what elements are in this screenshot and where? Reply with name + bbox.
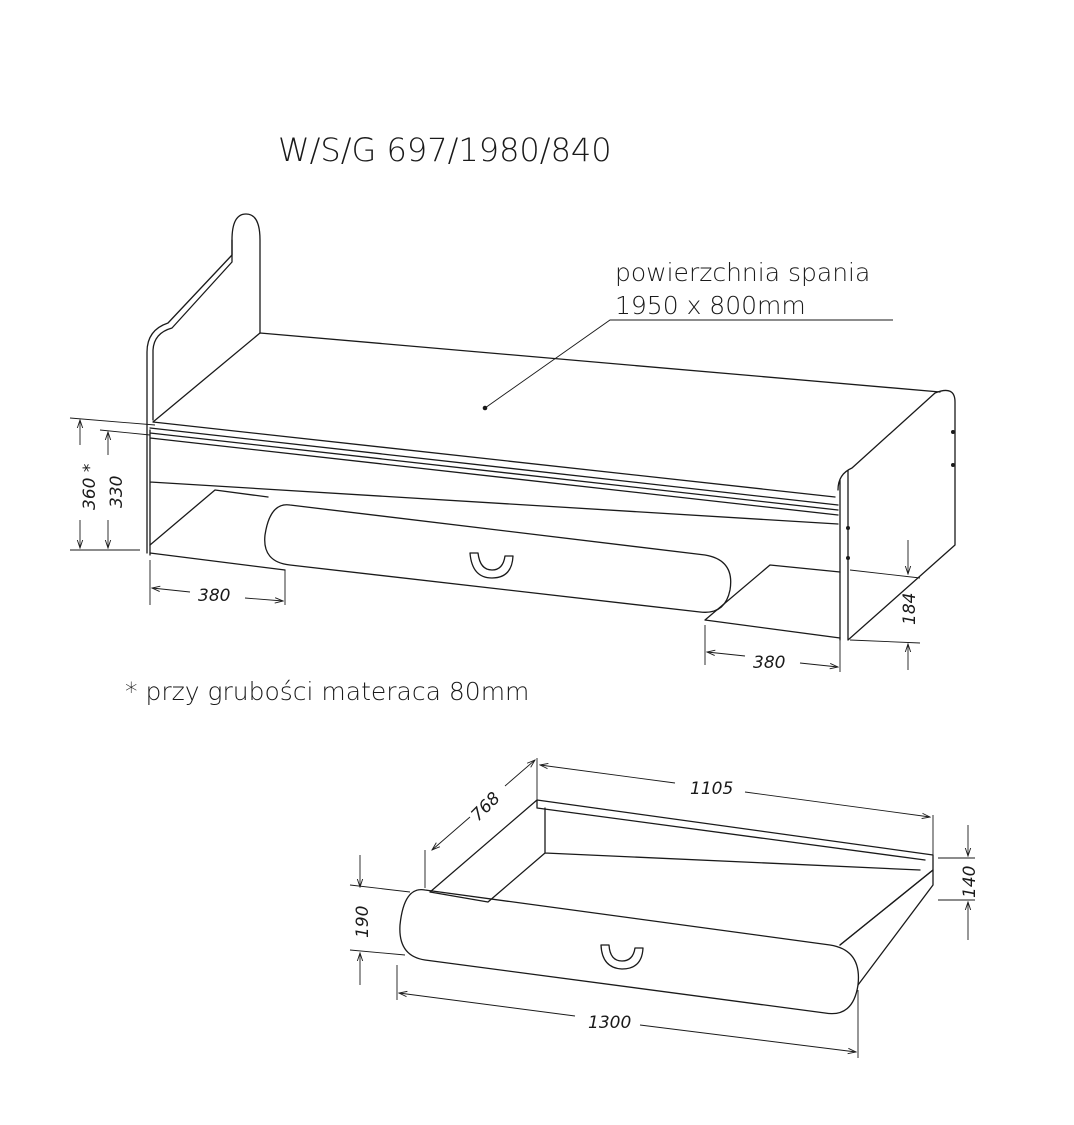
drawer-box bbox=[429, 799, 934, 946]
headboard-inner bbox=[152, 239, 233, 421]
dim-drawer-front-width: 1300 bbox=[588, 1013, 631, 1033]
dim-drawer-front-height: 190 bbox=[353, 906, 373, 938]
drawer-front-panel bbox=[399, 889, 860, 1015]
sleeping-area-size: 1950 x 800mm bbox=[615, 291, 806, 320]
drawing-title: W/S/G 697/1980/840 bbox=[278, 131, 612, 169]
drawer-handle-icon bbox=[469, 552, 514, 579]
drawer-front bbox=[264, 504, 732, 613]
lower-shelf bbox=[149, 489, 841, 639]
headboard bbox=[146, 213, 261, 554]
footnote: * przy grubości materaca 80mm bbox=[125, 677, 529, 706]
footboard bbox=[837, 389, 956, 641]
dim-right-opening: 380 bbox=[753, 653, 785, 673]
dim-left-opening: 380 bbox=[198, 586, 230, 606]
dim-drawer-inner-width: 1105 bbox=[690, 779, 733, 799]
bed-drawing bbox=[146, 213, 956, 641]
dim-drawer-side-height: 140 bbox=[960, 866, 980, 898]
dim-height-mattress: 360 * bbox=[80, 464, 100, 510]
sleeping-area-label: powierzchnia spania bbox=[615, 258, 870, 287]
bed-dimension-lines bbox=[69, 417, 921, 672]
sleeping-surface bbox=[152, 332, 941, 498]
leader-line bbox=[484, 319, 893, 409]
drawer-dimension-lines bbox=[349, 758, 975, 1058]
front-rail bbox=[149, 427, 839, 556]
dim-shelf-height: 184 bbox=[900, 593, 920, 625]
dim-height: 330 bbox=[107, 476, 127, 508]
drawer-handle-icon bbox=[600, 944, 644, 970]
dim-drawer-depth: 768 bbox=[467, 788, 504, 825]
drawer-drawing bbox=[399, 799, 934, 1015]
